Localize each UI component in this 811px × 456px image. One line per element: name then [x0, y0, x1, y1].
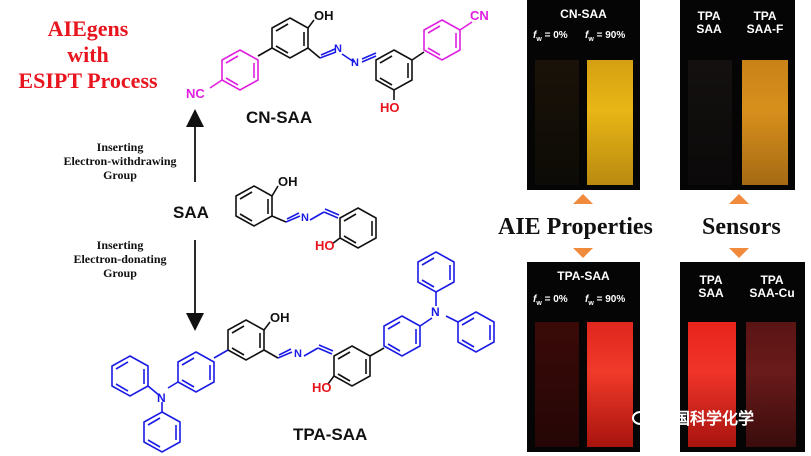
saa-ho-label: HO	[315, 238, 335, 253]
cn-saa-photo-title: CN-SAA	[560, 7, 607, 21]
arrow-down-label-line-2: Electron-donating	[73, 252, 167, 266]
tpa-saa-structure	[111, 251, 495, 453]
photo-cn-saa: CN-SAA fw = 0% fw = 90%	[527, 0, 640, 190]
sensors-label: Sensors	[702, 214, 781, 240]
arrow-down-label-line-1: Inserting	[96, 238, 144, 252]
heading-line-2: with	[67, 42, 109, 67]
chemistry-diagram: OH N N HO CN NC OH N HO	[111, 8, 495, 453]
tpa-saa-left-n-label: N	[157, 391, 166, 405]
photo-tpa-saa: TPA-SAA fw = 0% fw = 90%	[527, 262, 640, 452]
arrow-up-label-line-1: Inserting	[96, 140, 144, 154]
tpa-saa-right-n-label: N	[431, 305, 440, 319]
saa-structure	[235, 185, 377, 249]
tpa-saa-fw-right: fw = 90%	[585, 294, 626, 307]
aie-up-arrow	[573, 194, 593, 204]
center-arrows	[573, 194, 749, 258]
aie-down-arrow	[573, 248, 593, 258]
watermark: 中国科学化学	[632, 405, 754, 429]
heading-line-3: ESIPT Process	[18, 68, 158, 93]
arrow-up-label: Inserting Electron-withdrawing Group	[50, 140, 190, 182]
wechat-icon	[632, 409, 655, 427]
cn-saa-n2-label: N	[351, 57, 359, 69]
arrow-up-label-line-2: Electron-withdrawing	[63, 154, 177, 168]
cn-saa-oh-label: OH	[314, 8, 334, 23]
cn-saa-label: CN-SAA	[246, 108, 313, 127]
cn-saa-fw-left: fw = 0%	[533, 30, 568, 43]
cn-saa-ho-label: HO	[380, 100, 400, 115]
tpa-saa-oh-label: OH	[270, 310, 290, 325]
aie-properties-label: AIE Properties	[498, 214, 653, 240]
cn-saa-cn-label: CN	[470, 8, 489, 23]
heading: AIEgens with ESIPT Process	[4, 16, 172, 94]
cn-saa-fw-right: fw = 90%	[585, 30, 626, 43]
arrow-down-label-line-3: Group	[103, 266, 137, 280]
sensors-up-arrow	[729, 194, 749, 204]
cn-saa-nc-label: NC	[186, 86, 205, 101]
arrow-down-label: Inserting Electron-donating Group	[50, 238, 190, 280]
arrow-up-label-line-3: Group	[103, 168, 137, 182]
watermark-text: 中国科学化学	[658, 409, 755, 428]
saa-oh-label: OH	[278, 174, 298, 189]
tpa-saa-label: TPA-SAA	[293, 425, 368, 444]
heading-line-1: AIEgens	[47, 16, 129, 41]
tpa-saa-n-label: N	[294, 348, 302, 360]
saa-n-label: N	[301, 212, 309, 224]
cn-saa-n1-label: N	[334, 43, 342, 55]
cn-saa-structure	[209, 17, 473, 100]
saa-label: SAA	[173, 203, 209, 222]
sensors-down-arrow	[729, 248, 749, 258]
tpa-saa-photo-title: TPA-SAA	[557, 269, 610, 283]
tpa-saa-ho-label: HO	[312, 380, 332, 395]
tpa-saa-fw-left: fw = 0%	[533, 294, 568, 307]
